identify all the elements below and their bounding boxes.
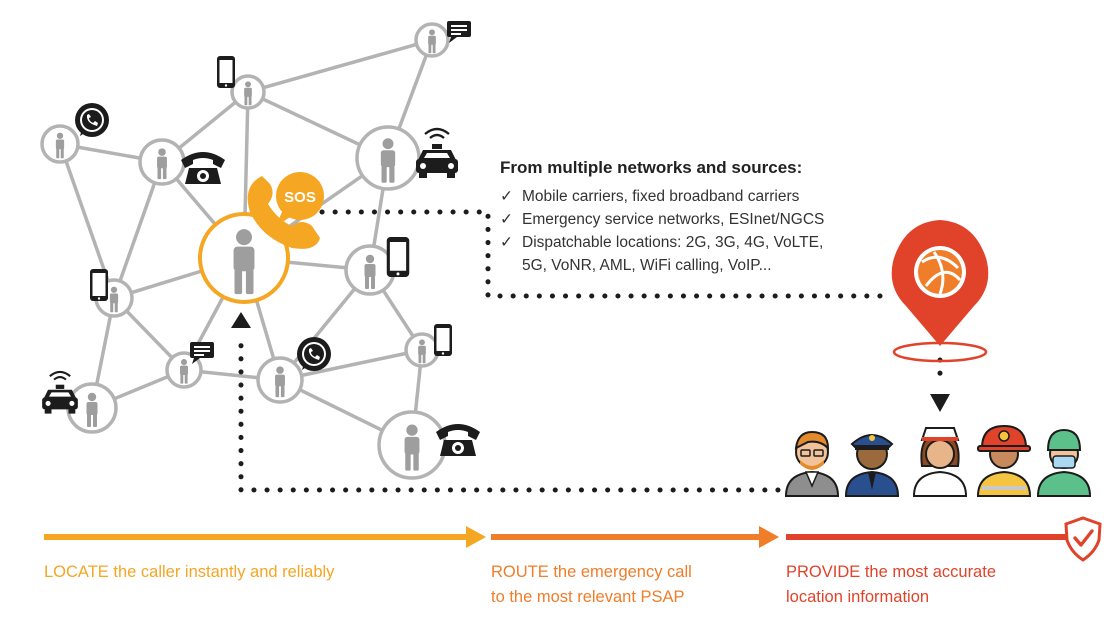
step-label: to the most relevant PSAP — [491, 588, 685, 606]
shield-check-icon — [1064, 516, 1102, 562]
source-text: Dispatchable locations: 2G, 3G, 4G, VoLT… — [522, 234, 824, 251]
whatsapp-icon — [75, 103, 109, 137]
caller-node — [198, 212, 290, 304]
node — [138, 138, 186, 186]
node — [230, 74, 266, 110]
node — [404, 332, 440, 368]
step-provide: PROVIDE the most accurate location infor… — [786, 560, 996, 610]
taxi-icon — [414, 127, 460, 180]
node — [256, 356, 304, 404]
sos-phone-icon: SOS — [247, 172, 324, 249]
node — [355, 125, 421, 191]
list-item: ✓ Mobile carriers, fixed broadband carrie… — [500, 185, 824, 208]
phone-icon — [90, 269, 108, 301]
list-item-continuation: 5G, VoNR, AML, WiFi calling, VoIP... — [500, 254, 824, 277]
step-label: location information — [786, 588, 930, 606]
node — [165, 351, 203, 389]
process-arrows — [44, 526, 1076, 548]
list-item: ✓ Emergency service networks, ESInet/NGCS — [500, 208, 824, 231]
source-text: 5G, VoNR, AML, WiFi calling, VoIP... — [522, 257, 772, 274]
node — [377, 410, 447, 480]
dotted-connectors — [238, 209, 943, 493]
phone-icon — [217, 56, 235, 88]
businessman — [784, 430, 840, 497]
location-pin-icon — [891, 220, 989, 363]
sources-list: ✓ Mobile carriers, fixed broadband carrie… — [500, 185, 824, 277]
check-icon: ✓ — [500, 188, 513, 205]
node — [414, 22, 450, 58]
step-label: PROVIDE the most accurate — [786, 563, 996, 581]
step-locate: LOCATE the caller instantly and reliably — [44, 560, 334, 585]
police-officer — [844, 434, 900, 497]
chat-icon — [190, 342, 214, 364]
phone-icon — [434, 324, 452, 356]
sources-heading: From multiple networks and sources: — [500, 158, 803, 177]
list-item: ✓ Dispatchable locations: 2G, 3G, 4G, VoL… — [500, 231, 824, 254]
firefighter — [976, 424, 1032, 497]
responders — [784, 424, 1092, 497]
node — [40, 124, 80, 164]
check-icon: ✓ — [500, 211, 513, 228]
landline-icon — [181, 152, 225, 184]
phone-icon — [386, 237, 410, 277]
source-text: Mobile carriers, fixed broadband carrier… — [522, 188, 800, 205]
step-route: ROUTE the emergency call to the most rel… — [491, 560, 692, 610]
down-arrowhead — [930, 394, 950, 412]
whatsapp-icon — [297, 337, 331, 371]
step-label: LOCATE the caller instantly and reliably — [44, 563, 335, 581]
sos-label: SOS — [284, 189, 316, 206]
step-label: ROUTE the emergency call — [491, 563, 692, 581]
source-text: Emergency service networks, ESInet/NGCS — [522, 211, 825, 228]
up-arrowhead — [231, 312, 251, 328]
taxi-icon — [41, 370, 79, 415]
check-icon: ✓ — [500, 234, 513, 251]
chat-icon — [447, 21, 471, 43]
doctor — [1036, 428, 1092, 497]
nurse — [912, 427, 968, 497]
